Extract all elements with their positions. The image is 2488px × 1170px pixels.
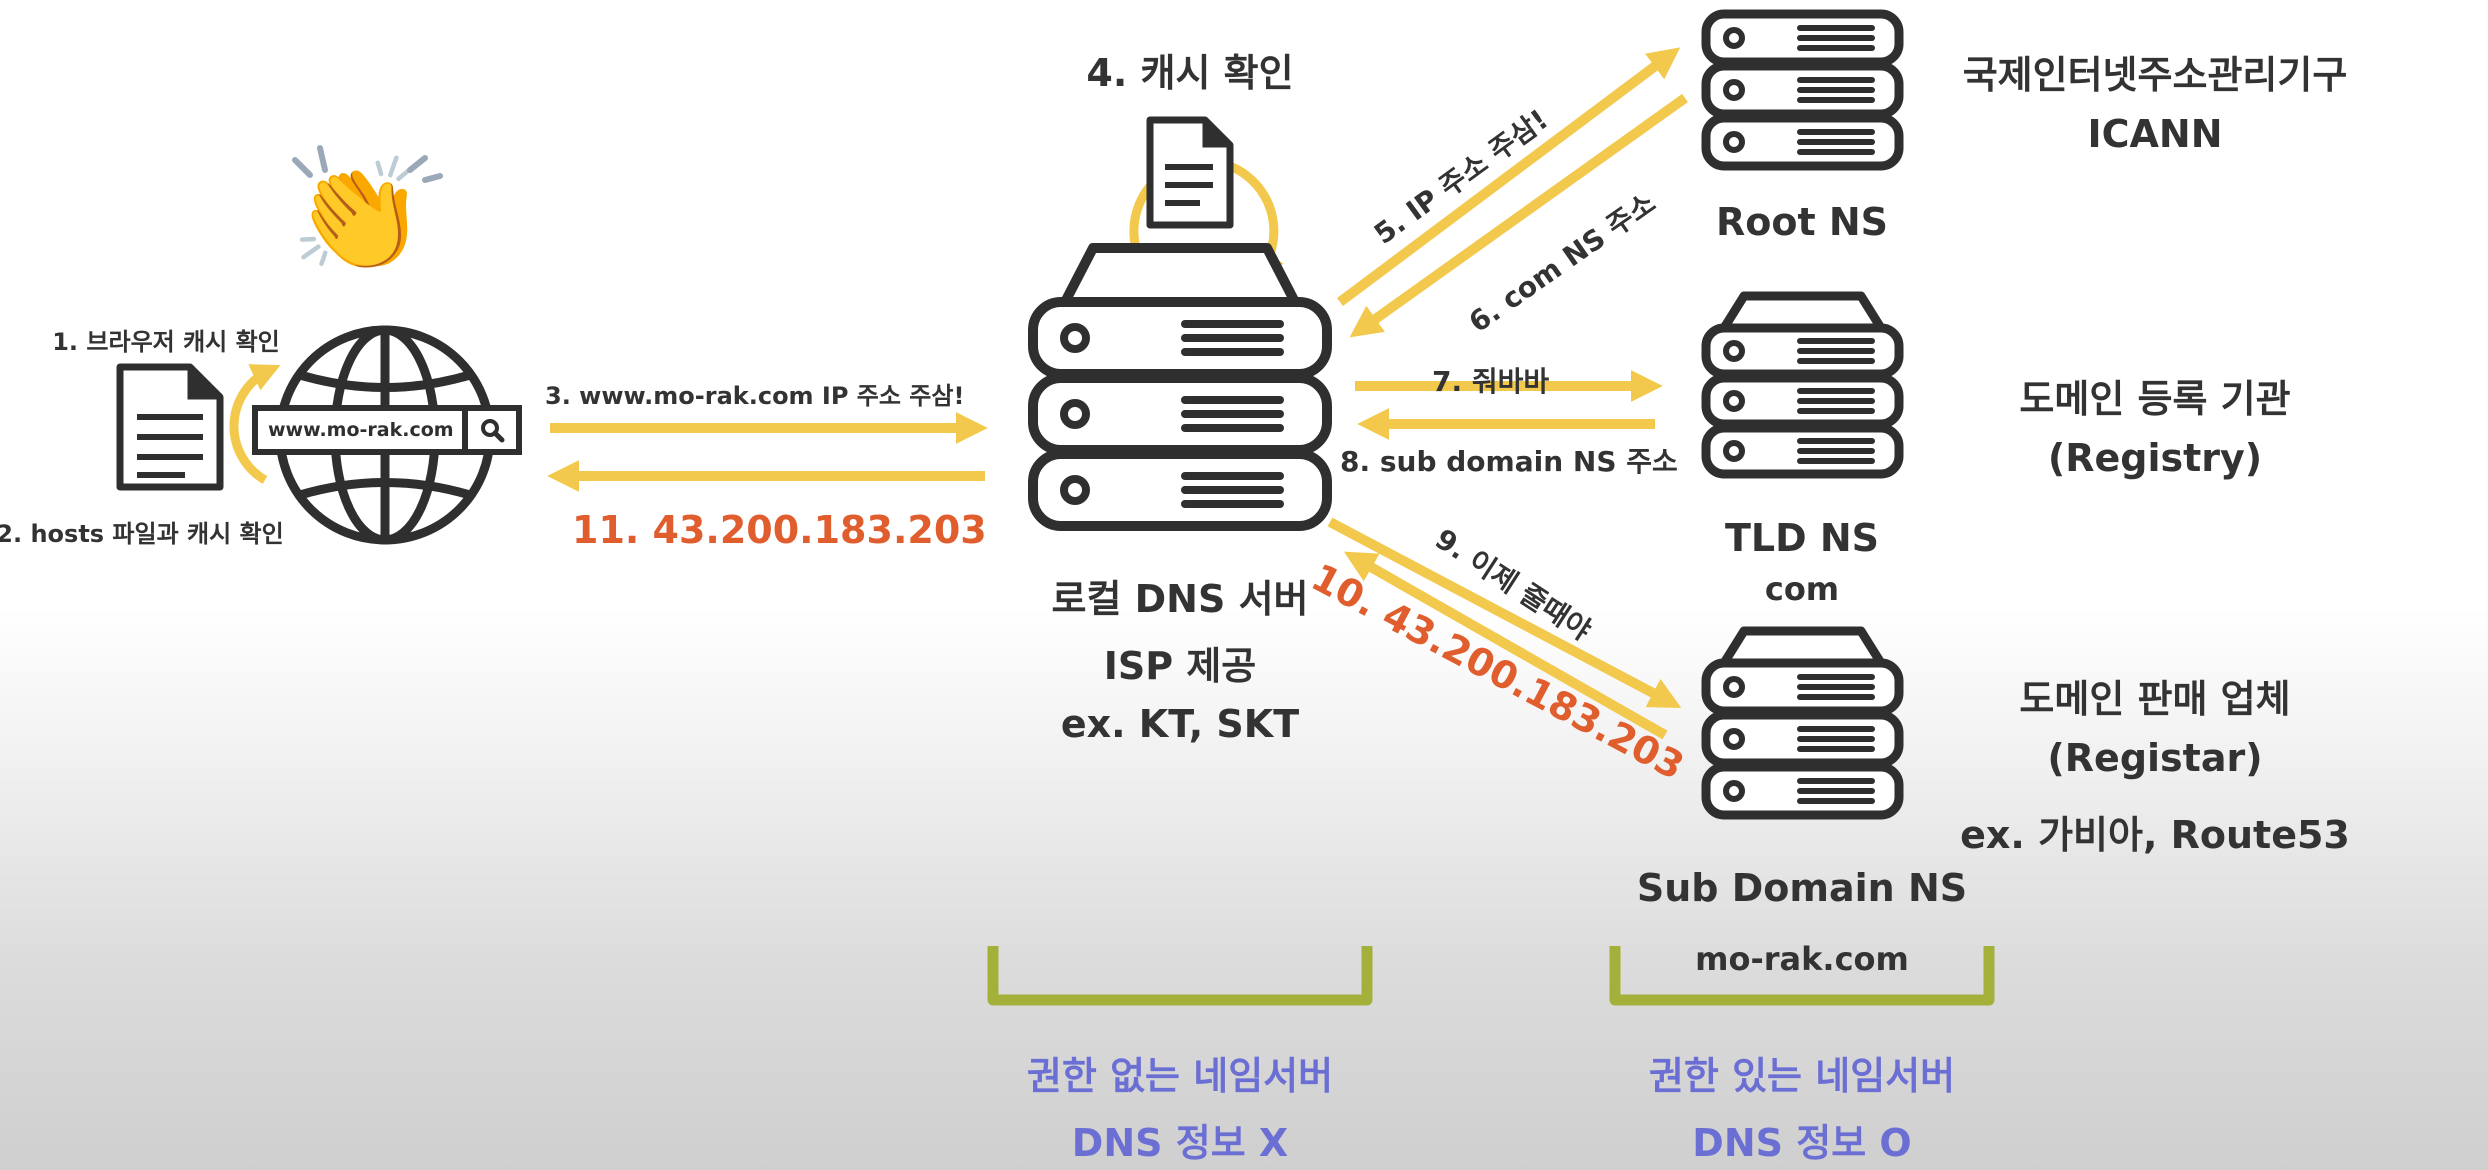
root-ns-name: Root NS [1715,200,1889,244]
subdomain-ns-org-line2: (Registar) [2047,736,2263,780]
root-ns-org-line2: ICANN [2087,112,2223,156]
root-ns-server-icon [1701,9,1904,171]
subdomain-ns-name: Sub Domain NS [1636,866,1968,910]
step1-label: 1. 브라우저 캐시 확인 [52,328,280,356]
clap-spark-icon [292,145,443,183]
non-authoritative-line1: 권한 없는 네임서버 [1026,1054,1334,1098]
arrow-step10 [1343,551,1668,740]
tld-ns-server-icon [1701,291,1904,479]
subdomain-ns-sub: mo-rak.com [1695,940,1909,978]
step2-label: 2. hosts 파일과 캐시 확인 [0,520,284,548]
non-authoritative-line2: DNS 정보 X [1071,1121,1289,1165]
step8-label: 8. sub domain NS 주소 [1340,445,1678,478]
step7-label: 7. 줘바바 [1432,365,1550,398]
arrow-step6 [1349,93,1688,338]
clapping-hands-icon: 👏 [290,151,427,279]
address-bar[interactable]: www.mo-rak.com [252,405,522,455]
address-bar-url: www.mo-rak.com [268,419,454,441]
tld-ns-org-line1: 도메인 등록 기관 [2019,377,2291,421]
local-dns-example: ex. KT, SKT [1060,702,1300,746]
root-ns-org-line1: 국제인터넷주소관리기구 [1962,53,2348,97]
tld-ns-org-line2: (Registry) [2047,436,2263,480]
step11-label: 11. 43.200.183.203 [572,508,987,552]
authoritative-bracket [1609,946,1995,1006]
subdomain-ns-org-line1: 도메인 판매 업체 [2019,677,2291,721]
subdomain-ns-org-line3: ex. 가비아, Route53 [1960,813,2350,857]
step3-label: 3. www.mo-rak.com IP 주소 주삼! [545,382,965,410]
step4-label: 4. 캐시 확인 [1086,51,1294,95]
subdomain-ns-server-icon [1701,626,1904,820]
local-dns-name: 로컬 DNS 서버 [1051,577,1309,621]
authoritative-line2: DNS 정보 O [1692,1121,1912,1165]
document-icon [116,363,224,491]
tld-ns-name: TLD NS [1724,516,1880,560]
local-dns-provider: ISP 제공 [1103,644,1257,688]
search-icon[interactable] [462,411,516,449]
tld-ns-sub: com [1764,570,1840,608]
local-dns-server-icon [1028,243,1332,531]
arrow-step9 [1327,517,1682,708]
authoritative-line1: 권한 있는 네임서버 [1648,1054,1956,1098]
cycle-arrow-browser [229,364,281,484]
arrow-step5 [1337,47,1681,307]
cache-document-icon [1146,116,1234,229]
non-authoritative-bracket [987,946,1373,1006]
